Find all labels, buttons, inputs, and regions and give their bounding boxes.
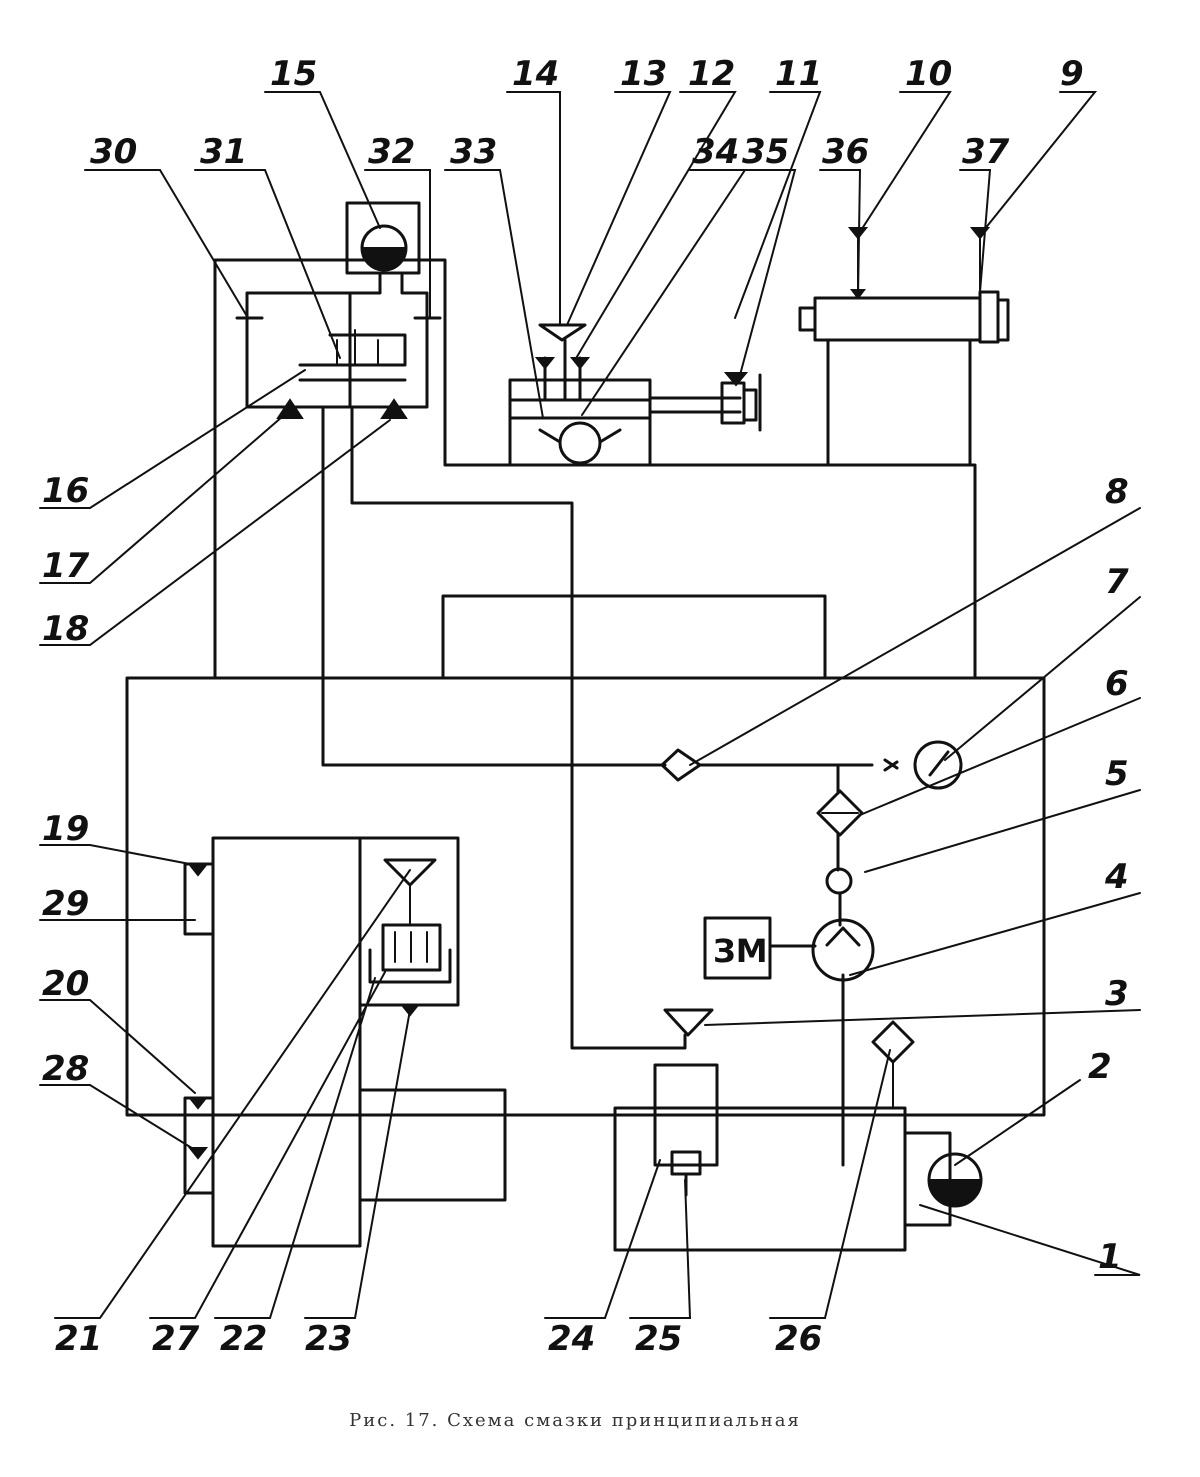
label-12: 12: [688, 54, 735, 94]
label-11: 11: [775, 54, 822, 94]
figure-caption: Рис. 17. Схема смазки принципиальная: [349, 1410, 801, 1431]
label-36: 36: [822, 132, 869, 172]
label-15: 15: [270, 54, 317, 94]
label-4: 4: [1104, 857, 1129, 897]
leader-lines: [39, 91, 1141, 1319]
label-30: 30: [90, 132, 137, 172]
callout-numbers: 1 2 3 4 5 6 7 8 9 10 11 12 13 14 15 16 1…: [42, 54, 1129, 1359]
label-1: 1: [1098, 1237, 1122, 1277]
label-32: 32: [368, 132, 415, 172]
label-7: 7: [1105, 562, 1129, 602]
label-16: 16: [42, 471, 89, 511]
label-18: 18: [42, 609, 89, 649]
label-29: 29: [42, 884, 89, 924]
label-13: 13: [620, 54, 667, 94]
label-28: 28: [42, 1049, 89, 1089]
label-26: 26: [775, 1319, 822, 1359]
label-20: 20: [42, 964, 89, 1004]
label-31: 31: [200, 132, 247, 172]
label-14: 14: [512, 54, 559, 94]
label-10: 10: [905, 54, 952, 94]
label-9: 9: [1060, 54, 1084, 94]
oil-lines: [321, 405, 899, 1167]
label-25: 25: [635, 1319, 682, 1359]
label-23: 23: [305, 1319, 352, 1359]
label-8: 8: [1105, 472, 1129, 512]
label-24: 24: [548, 1319, 595, 1359]
carriage-assembly: [508, 323, 762, 467]
label-22: 22: [220, 1319, 267, 1359]
headstock-assembly: [235, 201, 442, 419]
label-34: 34: [692, 132, 739, 172]
label-2: 2: [1088, 1047, 1112, 1087]
label-21: 21: [55, 1319, 102, 1359]
label-19: 19: [42, 809, 89, 849]
tailstock-assembly: [798, 227, 1010, 467]
label-6: 6: [1105, 664, 1129, 704]
label-3: 3: [1105, 974, 1129, 1014]
label-33: 33: [450, 132, 497, 172]
label-37: 37: [962, 132, 1010, 172]
label-17: 17: [42, 546, 90, 586]
label-5: 5: [1105, 754, 1129, 794]
motor-label: ЗМ: [713, 932, 768, 970]
pump-unit: ЗМ: [613, 740, 983, 1252]
label-35: 35: [742, 132, 789, 172]
cabinet-distributor: [187, 858, 452, 1160]
label-27: 27: [152, 1319, 200, 1359]
